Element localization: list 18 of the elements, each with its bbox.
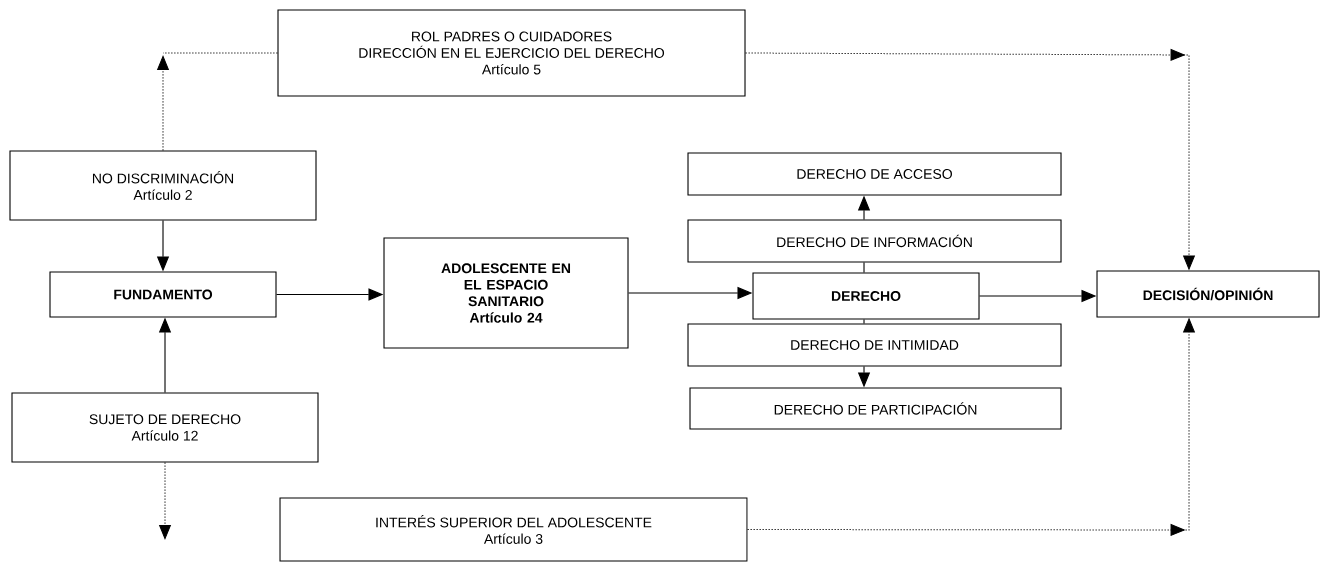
text-box: DECISIÓN/OPINIÓN [1096, 270, 1320, 318]
dotted-arrow [157, 55, 169, 151]
dotted-arrow [159, 462, 171, 540]
dotted-arrow [747, 318, 1195, 536]
connector-line [863, 262, 865, 273]
text-box: DERECHO DE ACCESO [687, 152, 1062, 196]
text-box: INTERÉS SUPERIOR DEL ADOLESCENTE Artículo 3 [279, 497, 748, 562]
text-box: DERECHO DE INTIMIDAD [687, 323, 1062, 367]
text-box: FUNDAMENTO [49, 271, 277, 318]
text-box: ADOLESCENTE EN EL ESPACIO SANITARIO Artículo 24 [383, 237, 629, 349]
text-box: DERECHO DE PARTICIPACIÓN [689, 387, 1062, 430]
text-box: DERECHO [752, 272, 980, 320]
text-box: NO DISCRIMINACIÓN Artículo 2 [9, 150, 317, 221]
text-box: SUJETO DE DERECHO Artículo 12 [11, 392, 319, 463]
text-box: ROL PADRES O CUIDADORES DIRECCIÓN EN EL EJERCICIO DEL DERECHO Artículo 5 [277, 9, 746, 97]
text-box: DERECHO DE INFORMACIÓN [687, 219, 1062, 263]
dotted-arrow [745, 49, 1195, 270]
connector-line [863, 319, 865, 324]
